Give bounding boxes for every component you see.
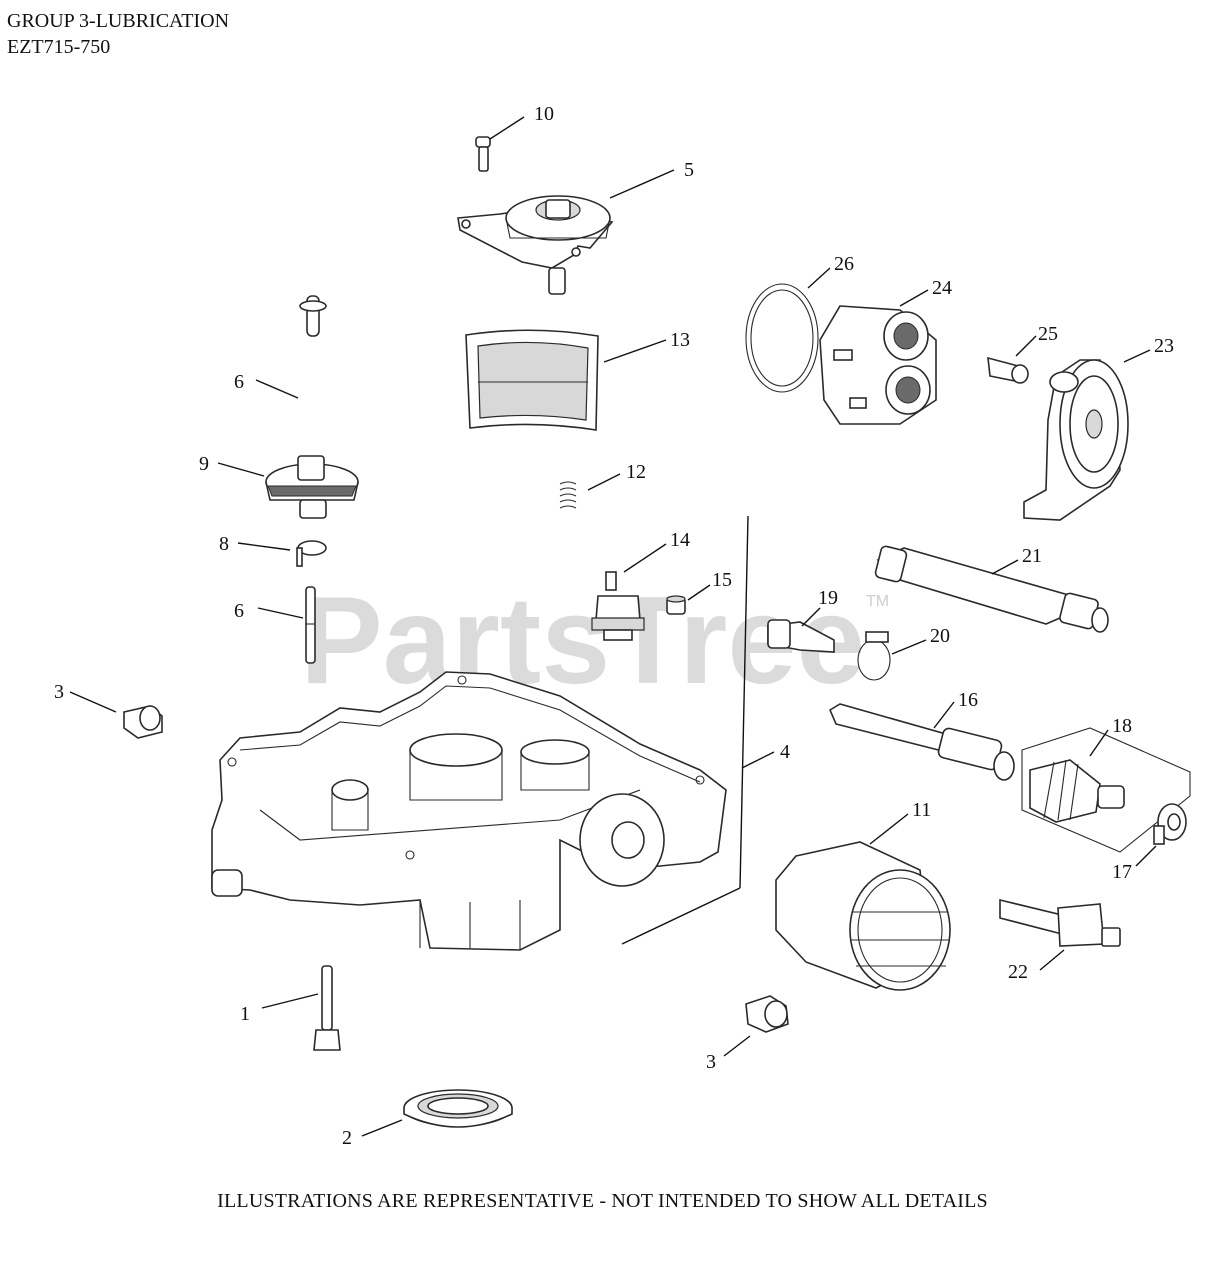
part-2-seal[interactable]	[403, 1089, 513, 1128]
callout-labels: 10 5 13 12 6 9 8 6 3 14 15 4 1 2 3 26 24…	[54, 103, 1174, 1149]
callout-24[interactable]: 24	[932, 277, 952, 299]
callout-5[interactable]: 5	[684, 159, 694, 181]
part-6-shaft[interactable]	[305, 586, 316, 664]
callout-26[interactable]: 26	[834, 253, 854, 275]
callout-7[interactable]: 6	[234, 371, 244, 393]
callout-1[interactable]: 1	[240, 1003, 250, 1025]
callout-11[interactable]: 11	[912, 799, 931, 821]
disclaimer-note: ILLUSTRATIONS ARE REPRESENTATIVE - NOT I…	[217, 1190, 988, 1212]
part-12-spring[interactable]	[559, 481, 577, 509]
part-10-screw[interactable]	[475, 136, 491, 172]
group-title: GROUP 3-LUBRICATION	[7, 10, 230, 32]
callout-8[interactable]: 8	[219, 533, 229, 555]
part-19-fitting[interactable]	[767, 619, 835, 653]
model-range: EZT715-750	[7, 36, 111, 58]
part-1-bolt[interactable]	[313, 965, 341, 1051]
part-18-valve[interactable]	[1021, 727, 1191, 853]
part-7-pin[interactable]	[299, 295, 327, 337]
callout-18[interactable]: 18	[1112, 715, 1132, 737]
callout-22[interactable]: 22	[1008, 961, 1028, 983]
callout-10[interactable]: 10	[534, 103, 554, 125]
callout-12[interactable]: 12	[626, 461, 646, 483]
part-21-hose[interactable]	[874, 545, 1109, 633]
callout-17[interactable]: 17	[1112, 861, 1132, 883]
part-26-o-ring[interactable]	[745, 283, 819, 393]
part-20-clamp[interactable]	[857, 631, 891, 681]
group-divider	[621, 515, 749, 945]
callout-9[interactable]: 9	[199, 453, 209, 475]
callout-6[interactable]: 6	[234, 600, 244, 622]
callout-16[interactable]: 16	[958, 689, 978, 711]
callout-25[interactable]: 25	[1038, 323, 1058, 345]
part-15-plug[interactable]	[666, 595, 686, 615]
callout-3-left[interactable]: 3	[54, 681, 64, 703]
part-11-oil-filter[interactable]	[775, 841, 951, 991]
callout-20[interactable]: 20	[930, 625, 950, 647]
callout-2[interactable]: 2	[342, 1127, 352, 1149]
part-22-fitting[interactable]	[999, 898, 1121, 947]
page-header: GROUP 3-LUBRICATION EZT715-750	[7, 8, 229, 60]
callout-13[interactable]: 13	[670, 329, 690, 351]
watermark-trademark: TM	[866, 593, 889, 610]
part-3-plug-left[interactable]	[123, 705, 163, 739]
callout-19[interactable]: 19	[818, 587, 838, 609]
part-5-oil-pump[interactable]	[457, 195, 614, 295]
part-13-screen[interactable]	[465, 329, 599, 431]
part-4-crankcase[interactable]	[211, 671, 727, 951]
callout-4[interactable]: 4	[780, 741, 790, 763]
callout-14[interactable]: 14	[670, 529, 690, 551]
part-3-plug-right[interactable]	[745, 995, 789, 1033]
part-8-clip[interactable]	[296, 540, 327, 567]
callout-23[interactable]: 23	[1154, 335, 1174, 357]
part-16-hose[interactable]	[828, 703, 1015, 781]
part-24-adapter[interactable]	[819, 305, 937, 425]
callout-leader-lines	[69, 116, 1157, 1137]
part-9-gear[interactable]	[265, 455, 359, 519]
part-25-fitting[interactable]	[987, 356, 1029, 384]
part-17-clip[interactable]	[1153, 803, 1187, 845]
part-14-switch[interactable]	[591, 571, 645, 641]
callout-3-right[interactable]: 3	[706, 1051, 716, 1073]
callout-15[interactable]: 15	[712, 569, 732, 591]
callout-21[interactable]: 21	[1022, 545, 1042, 567]
part-23-mount[interactable]	[1023, 359, 1129, 521]
